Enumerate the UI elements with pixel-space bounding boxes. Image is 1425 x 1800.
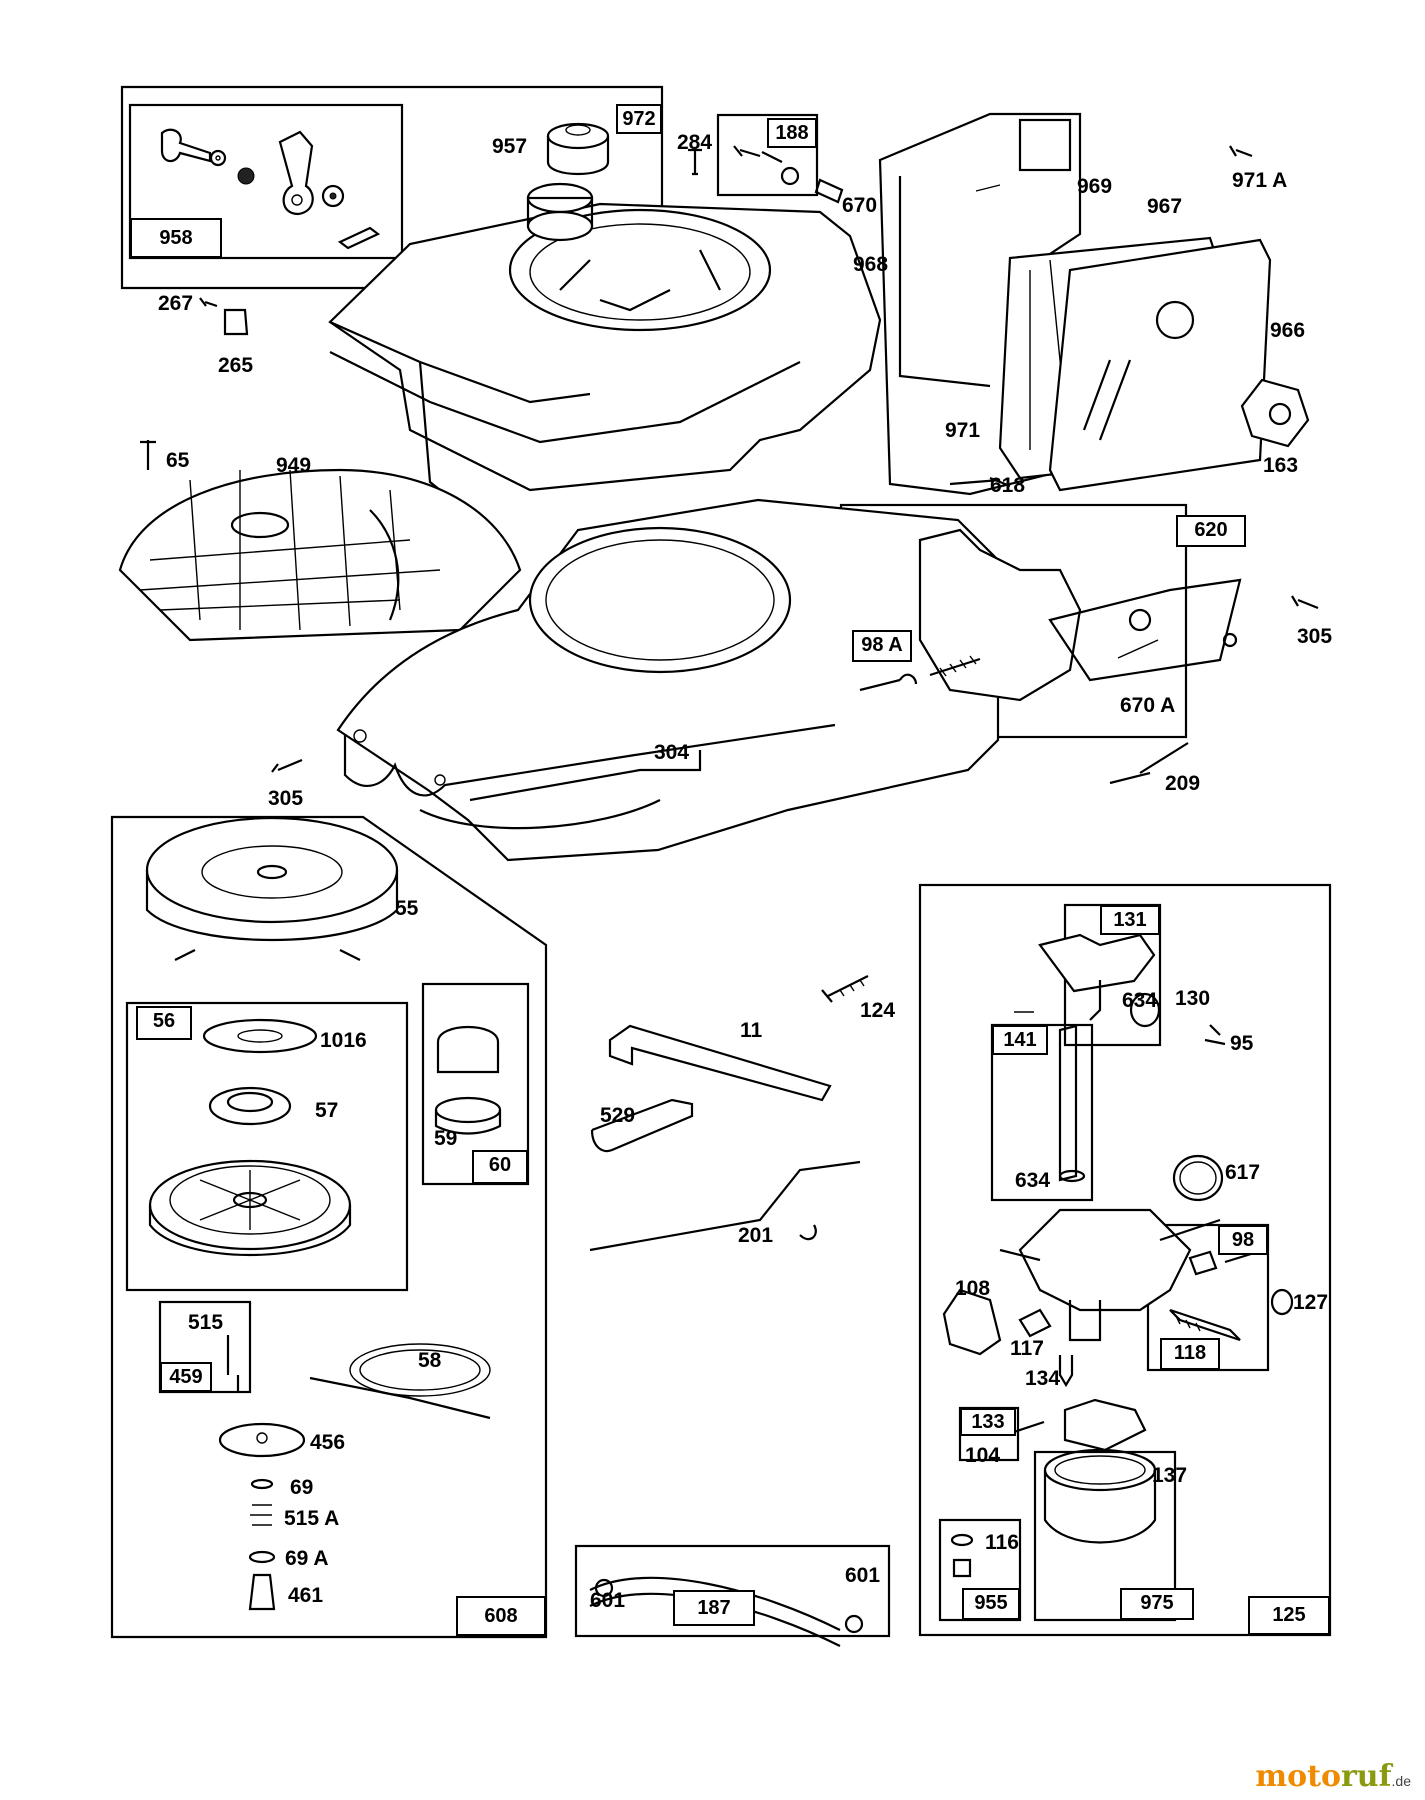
air-cleaner-assembly [878,112,1310,496]
part-label-969: 969 [1077,175,1113,198]
blower-housing-part [336,498,1000,862]
kit-label-955: 955 [962,1588,1020,1620]
part-label-108: 108 [955,1277,991,1300]
kit-label-620: 620 [1176,515,1246,547]
part-label-1016: 1016 [320,1029,367,1052]
watermark-part-1: moto [1255,1759,1341,1794]
fuel-cap-part [546,122,610,176]
part-label-265: 265 [218,354,254,377]
part-label-971: 971 [945,419,981,442]
part-label-284: 284 [677,131,713,154]
part-label-634-lower: 634 [1015,1169,1051,1192]
kit-label-975: 975 [1120,1588,1194,1620]
part-label-967: 967 [1147,195,1183,218]
kit-label-188: 188 [767,118,817,148]
part-label-124: 124 [860,999,896,1022]
kit-frame-955 [938,1518,1022,1622]
link-spring-part [949,476,1011,488]
part-label-57: 57 [315,1099,339,1122]
part-label-966: 966 [1270,319,1306,342]
part-label-670: 670 [842,194,878,217]
kit-frame-60 [421,982,530,1186]
kit-label-972: 972 [616,104,662,134]
kit-label-60: 60 [472,1150,528,1184]
part-label-634-upper: 634 [1122,989,1158,1012]
part-label-137: 137 [1152,1464,1188,1487]
control-lever-kit-parts [160,128,381,250]
kit-label-131: 131 [1100,905,1160,935]
part-label-617: 617 [1225,1161,1261,1184]
leader-lines [975,184,1159,1013]
fuel-tank-part [328,182,882,507]
part-label-95: 95 [1230,1032,1254,1055]
part-label-59: 59 [434,1127,458,1150]
kit-label-187: 187 [673,1590,755,1626]
part-label-209: 209 [1165,772,1201,795]
governor-linkage-part [859,528,1242,702]
part-label-69: 69 [290,1476,314,1499]
rewind-starter-parts [145,816,502,1611]
part-label-957: 957 [492,135,528,158]
part-label-670a: 670 A [1120,694,1176,717]
kit-label-958: 958 [130,218,222,258]
part-label-601-left: 601 [590,1589,626,1612]
part-label-305-left: 305 [268,787,304,810]
rotating-screen-part [118,468,522,642]
motoruf-watermark: motoruf.de [1255,1759,1411,1794]
part-label-456: 456 [310,1431,346,1454]
part-label-601-right: 601 [845,1564,881,1587]
part-label-515a: 515 A [284,1507,340,1530]
part-label-618: 618 [990,474,1026,497]
kit-label-98: 98 [1218,1225,1268,1255]
part-label-201: 201 [738,1224,774,1247]
kit-label-133: 133 [960,1408,1016,1436]
watermark-part-2: ruf [1341,1759,1392,1794]
part-label-529: 529 [600,1104,636,1127]
part-label-58: 58 [418,1349,442,1372]
kit-label-125: 125 [1248,1596,1330,1635]
part-label-65: 65 [166,449,190,472]
kit-label-608: 608 [456,1596,546,1636]
part-label-968: 968 [853,253,889,276]
part-label-515: 515 [188,1311,224,1334]
part-label-163: 163 [1263,454,1299,477]
part-label-461: 461 [288,1584,324,1607]
kit-frame-608 [110,815,548,1639]
part-label-11: 11 [740,1019,763,1042]
part-label-117: 117 [1010,1337,1044,1360]
kit-label-118: 118 [1160,1338,1220,1370]
kit-frame-187 [574,1544,891,1638]
watermark-suffix: .de [1391,1773,1411,1789]
part-label-949: 949 [276,454,312,477]
part-label-116: 116 [985,1531,1019,1554]
part-label-971a: 971 A [1232,169,1288,192]
kit-frame-975 [1033,1450,1177,1622]
carburetor-parts [942,933,1294,1578]
part-label-69a: 69 A [285,1547,329,1570]
part-label-104: 104 [965,1444,1001,1467]
linkage-and-tube-parts [589,975,869,1647]
kit-label-141: 141 [992,1025,1048,1055]
kit-label-98a: 98 A [852,630,912,662]
kit-frame-188 [716,113,819,197]
part-label-134: 134 [1025,1367,1061,1390]
part-label-127: 127 [1293,1291,1329,1314]
part-label-304: 304 [654,741,690,764]
part-label-305-right: 305 [1297,625,1333,648]
kit-frame-56 [125,1001,409,1292]
kit-frame-125 [918,883,1332,1637]
part-label-267: 267 [158,292,194,315]
governor-spring-part [1109,742,1189,785]
part-label-55: 55 [395,897,419,920]
kit-label-459: 459 [160,1362,212,1392]
part-label-130: 130 [1175,987,1211,1010]
kit-frame-459 [158,1300,252,1394]
kit-label-56: 56 [136,1006,192,1040]
